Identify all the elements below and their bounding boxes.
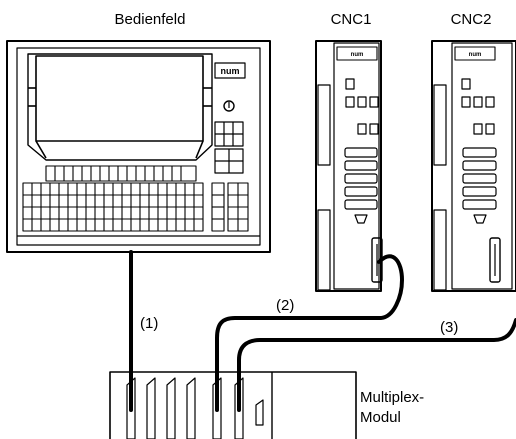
slot-icon [462,186,497,197]
port-icon [489,237,501,283]
cable-3 [237,318,516,412]
status-led-icon [461,78,471,90]
cnc2-logo-text: num [469,52,482,58]
cable-2-label: (2) [276,297,294,314]
status-led-icon [473,96,483,108]
cnc1-unit: num [315,40,383,292]
status-led-icon [369,96,379,108]
status-led-icon [461,96,471,108]
module-housing [109,371,357,439]
keyboard-icon [22,182,204,232]
status-led-icon [345,78,355,90]
function-key-row [45,165,197,182]
cable-3-label: (3) [440,319,458,336]
module-label-line2: Modul [360,409,401,426]
num-logo-icon [454,46,496,61]
slot-icon [462,160,497,171]
slot-icon [344,186,378,197]
keypad-icon [211,182,225,232]
cnc2-housing [431,40,516,292]
status-led-icon [485,96,495,108]
slot-icon [462,199,497,210]
cnc2-label: CNC2 [451,11,492,28]
slot-icon [462,147,497,158]
panel-logo-text: num [221,66,240,76]
slot-icon [344,160,378,171]
num-logo-icon [214,62,246,79]
module-port-icon [255,399,264,426]
status-led-icon [485,123,495,135]
multiplex-module [109,371,357,439]
panel-label: Bedienfeld [115,11,186,28]
operator-panel: num [6,40,271,253]
cnc1-housing [315,40,382,292]
cable-2 [215,254,404,412]
cnc1-logo-text: num [351,52,364,58]
panel-bezel [16,47,261,246]
keypad-icon [214,121,244,147]
cable-1-label: (1) [140,315,158,332]
keypad-icon [214,148,244,174]
slot-icon [344,199,378,210]
module-slot-icon [146,377,156,439]
keypad-icon [227,182,249,232]
module-slot-icon [166,377,176,439]
status-led-icon [369,123,379,135]
key-switch-icon [223,100,235,112]
connector-icon [354,214,368,224]
panel-screen [27,53,213,161]
status-led-icon [345,96,355,108]
status-led-icon [357,123,367,135]
status-led-icon [357,96,367,108]
slot-icon [344,147,378,158]
module-label-line1: Multiplex- [360,389,424,406]
slot-icon [344,173,378,184]
status-led-icon [473,123,483,135]
panel-housing [6,40,271,253]
slot-icon [462,173,497,184]
num-logo-icon [336,46,378,61]
module-slot-icon [186,377,196,439]
cnc1-label: CNC1 [331,11,372,28]
cnc2-unit: num [431,40,516,292]
connector-icon [473,214,487,224]
